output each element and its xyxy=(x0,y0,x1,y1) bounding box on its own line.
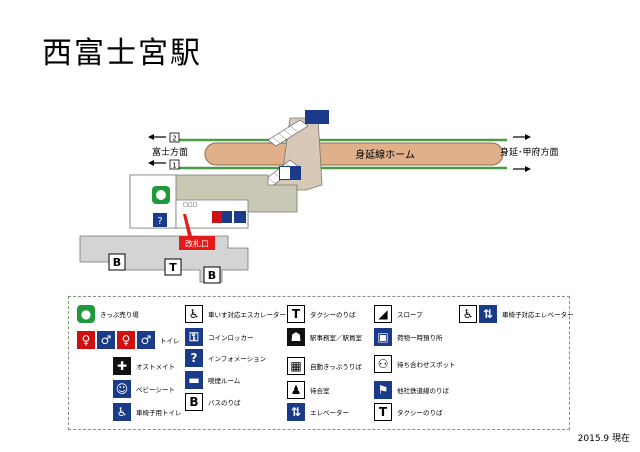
male-toilet-icon: ♂ xyxy=(137,331,155,349)
right-arrow-upper xyxy=(513,134,531,140)
legend-elevator: ⇅ エレベーター xyxy=(287,403,349,421)
svg-text:?: ? xyxy=(157,216,162,227)
ticket-office-icon xyxy=(152,186,170,204)
elevator-icon: ⇅ xyxy=(479,305,497,323)
elevator-icon-lower xyxy=(279,166,301,180)
escalator-icon: ♿ xyxy=(185,305,203,323)
legend: ● きっぷ売り場 ♀ ♂ ♀ ♂ トイレ ✚ オストメイト ☺ ベビーシート ♿… xyxy=(68,296,574,430)
information-icon: ? xyxy=(153,213,167,227)
right-direction-label: 身延･甲府方面 xyxy=(500,146,559,158)
left-arrow-upper xyxy=(148,134,166,140)
page-title: 西富士宮駅 xyxy=(42,36,202,71)
svg-text:B: B xyxy=(113,256,121,269)
smoking-icon: ▬ xyxy=(185,371,203,389)
legend-baby-seat: ☺ ベビーシート xyxy=(113,380,175,398)
luggage-icon: ▣ xyxy=(374,328,392,346)
baby-seat-icon: ☺ xyxy=(113,380,131,398)
legend-waiting-spot: ⚇ 待ち合わせスポット xyxy=(374,355,456,373)
taxi-icon: T xyxy=(287,305,305,323)
ticket-machine-label: □□□ xyxy=(183,202,197,208)
female-toilet-icon: ♀ xyxy=(117,331,135,349)
legend-bus: B バスのりば xyxy=(185,393,241,411)
station-square xyxy=(79,235,249,283)
legend-ostomate: ✚ オストメイト xyxy=(113,357,175,375)
svg-text:B: B xyxy=(208,269,216,282)
ticket-gate-label: 改札口 xyxy=(185,239,209,249)
male-toilet-icon: ♂ xyxy=(97,331,115,349)
waiting-room-icon: ♟ xyxy=(287,381,305,399)
legend-coin-locker: ⚿ コインロッカー xyxy=(185,328,254,346)
legend-smoking: ▬ 喫煙ルーム xyxy=(185,371,240,389)
bus-stop-1 xyxy=(108,253,126,271)
track-2-label: 2 xyxy=(172,135,176,143)
bus-icon: B xyxy=(185,393,203,411)
platform-label: 身延線ホーム xyxy=(355,148,415,161)
ticket-machine-icon: ▦ xyxy=(287,357,305,375)
bus-stop-2 xyxy=(203,266,221,284)
taxi-stop xyxy=(164,258,182,276)
svg-text:T: T xyxy=(169,261,177,274)
left-arrow-lower xyxy=(148,160,166,166)
legend-station-office: ☗ 駅事務室／駅員室 xyxy=(287,328,362,346)
meeting-spot-icon: ⚇ xyxy=(374,355,392,373)
slope-icon: ◢ xyxy=(374,305,392,323)
ticket-gate-marker xyxy=(179,214,215,250)
wheelchair-icon: ♿ xyxy=(113,403,131,421)
platform xyxy=(204,142,504,166)
station-staff-icon: ☗ xyxy=(287,328,305,346)
elevator-icon: ⇅ xyxy=(287,403,305,421)
legend-ticket-office: ● きっぷ売り場 xyxy=(77,305,139,323)
female-toilet-icon: ♀ xyxy=(77,331,95,349)
train-icon: ⚑ xyxy=(374,381,392,399)
legend-slope: ◢ スロープ xyxy=(374,305,423,323)
legend-taxi-2: T タクシーのりば xyxy=(374,403,443,421)
toilet-icons xyxy=(212,211,246,223)
legend-luggage: ▣ 荷物一時預り所 xyxy=(374,328,443,346)
ostomate-icon: ✚ xyxy=(113,357,131,375)
right-arrow-lower xyxy=(513,166,531,172)
wheelchair-icon: ♿ xyxy=(459,305,477,323)
left-direction-label: 富士方面 xyxy=(152,146,188,158)
date-label: 2015.9 現在 xyxy=(577,434,630,444)
legend-ticket-machine: ▦ 自動きっぷうりば xyxy=(287,357,362,375)
track-1-label: 1 xyxy=(172,162,176,170)
toilet-icon-upper xyxy=(314,110,328,124)
information-icon: ? xyxy=(185,349,203,367)
legend-taxi: T タクシーのりば xyxy=(287,305,356,323)
stairs-upper xyxy=(267,119,309,147)
key-icon: ⚿ xyxy=(185,328,203,346)
legend-other-line: ⚑ 他社鉄道線のりば xyxy=(374,381,449,399)
taxi-icon: T xyxy=(374,403,392,421)
ticket-office-icon: ● xyxy=(77,305,95,323)
legend-information: ? インフォメーション xyxy=(185,349,266,367)
legend-elevator-wheelchair: ♿ ⇅ 車椅子対応エレベーター xyxy=(459,305,574,323)
legend-waiting-room: ♟ 待合室 xyxy=(287,381,330,399)
station-map: 身延線ホーム 2 1 富士方面 身延･甲府方面 ♿ xyxy=(79,110,559,284)
legend-accessible-toilet: ♿ 車椅子用トイレ xyxy=(113,403,182,421)
legend-toilet: ♀ ♂ ♀ ♂ トイレ xyxy=(77,331,180,349)
legend-escalator: ♿ 車いす対応エスカレーター xyxy=(185,305,286,323)
